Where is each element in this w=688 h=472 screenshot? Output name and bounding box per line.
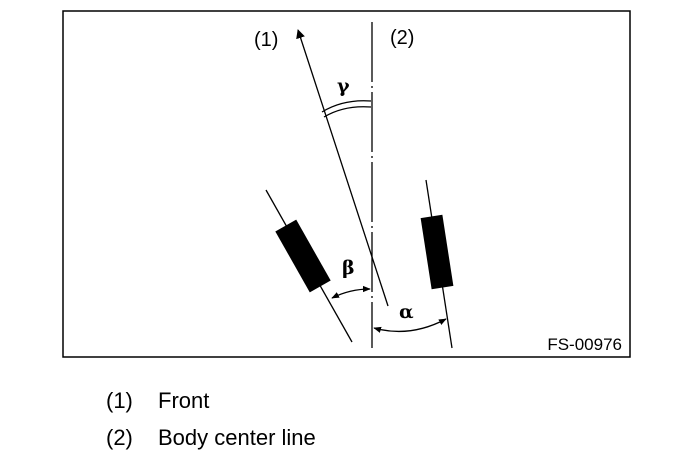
left-wheel [275,219,331,293]
gamma-arc-inner [323,106,372,118]
alpha-label: α [399,301,414,323]
figure-code: FS-00976 [547,335,622,354]
alpha-arc [373,318,447,333]
legend-text: Front [158,388,210,413]
beta-arc [331,285,371,299]
legend-text: Body center line [158,425,316,450]
diagram-frame [62,10,631,358]
legend-item-body-center-line: (2) Body center line [106,425,316,451]
callout-front: (1) [254,29,278,51]
legend-item-front: (1) Front [106,388,209,414]
front-axis-arrow [296,29,389,307]
right-wheel [420,214,454,290]
legend-number: (1) [106,388,133,413]
gamma-label: γ [337,75,350,97]
callout-center-line: (2) [390,27,414,49]
beta-label: β [342,257,355,279]
legend-number: (2) [106,425,133,450]
gamma-arc-outer [321,100,372,113]
